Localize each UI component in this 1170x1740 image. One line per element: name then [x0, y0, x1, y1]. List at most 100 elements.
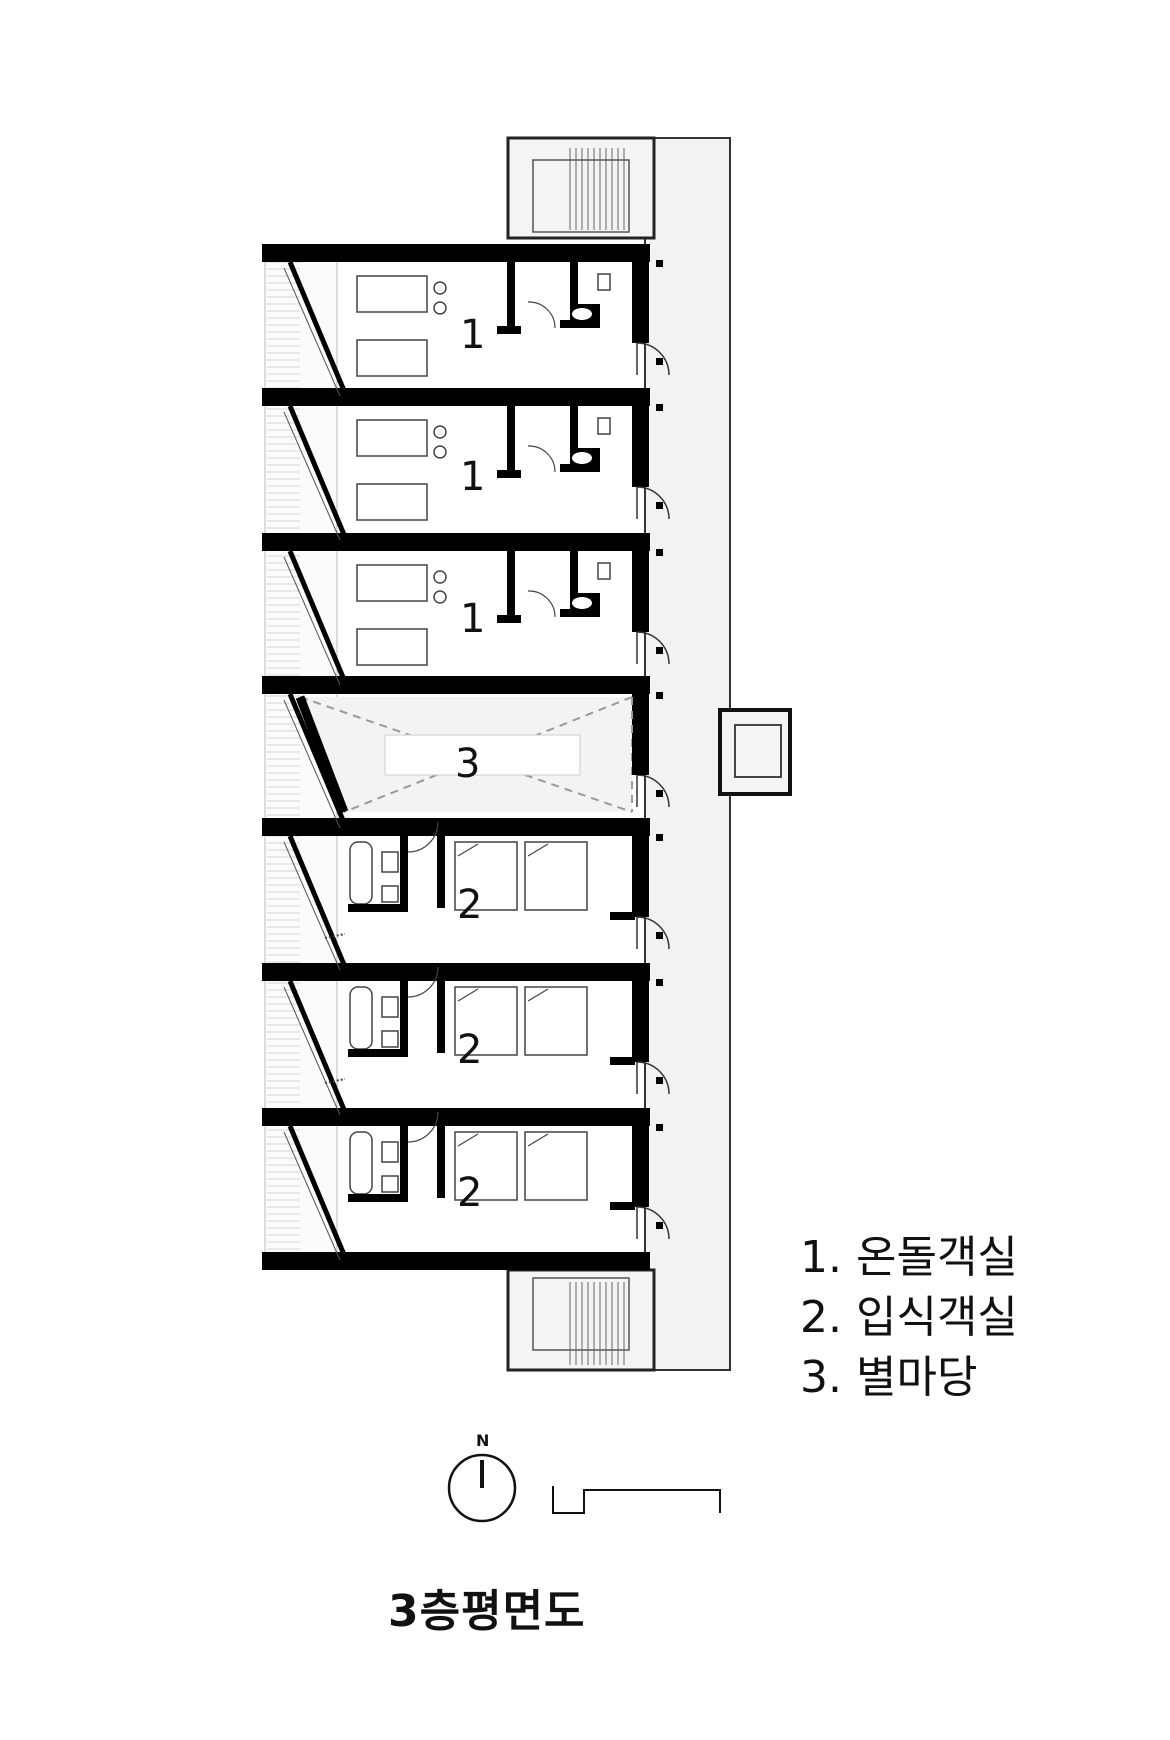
partition: [437, 1126, 445, 1198]
corridor-wall: [632, 1112, 649, 1207]
toilet: [381, 1141, 399, 1163]
legend-item: 1. 온돌객실: [800, 1232, 1018, 1283]
bath-wall: [570, 262, 578, 312]
toilet: [597, 273, 611, 291]
door-swing: [527, 301, 556, 329]
facade-fin: [287, 261, 348, 394]
door-swing: [407, 1111, 439, 1143]
corridor-wall: [632, 967, 649, 1062]
column: [656, 790, 663, 797]
futon: [356, 419, 428, 457]
facade-fin: [287, 980, 348, 1113]
bed: [454, 986, 518, 1056]
bath-wall: [348, 904, 408, 912]
room-label-4: 3: [455, 741, 480, 787]
door-swing: [527, 445, 556, 473]
bath-wall: [507, 406, 515, 478]
toilet: [597, 417, 611, 435]
bathtub: [349, 986, 373, 1050]
door-swing: [407, 821, 439, 853]
column: [656, 260, 663, 267]
corridor-wall: [632, 822, 649, 917]
door-swing: [636, 1206, 670, 1240]
column: [656, 502, 663, 509]
stair-bottom: [506, 1268, 656, 1372]
partition-wall: [262, 244, 650, 262]
futon: [356, 628, 428, 666]
facade-fin: [287, 550, 348, 683]
bed: [524, 1131, 588, 1201]
door-swing: [636, 486, 670, 520]
facade-fin: [287, 405, 348, 538]
bath-wall: [400, 836, 408, 912]
toilet: [597, 562, 611, 580]
north-label: N: [476, 1431, 489, 1450]
north-arrow: N: [447, 1431, 517, 1523]
column: [656, 647, 663, 654]
bath-wall: [348, 1194, 408, 1202]
corridor: [644, 137, 731, 1371]
bed: [524, 986, 588, 1056]
bed: [524, 841, 588, 911]
room-label-3: 1: [460, 596, 485, 642]
bath-wall: [400, 1126, 408, 1202]
partition-wall: [262, 1108, 650, 1126]
facade-fin: [287, 835, 348, 968]
plan-title: 3층평면도: [388, 1586, 586, 1637]
column: [656, 1124, 663, 1131]
column: [656, 549, 663, 556]
partition-wall: [262, 388, 650, 406]
partition: [437, 836, 445, 908]
partition-wall: [262, 818, 650, 836]
bath-wall: [348, 1049, 408, 1057]
door-swing: [636, 916, 670, 950]
facade-fin: [287, 1125, 348, 1258]
legend-item: 3. 별마당: [800, 1352, 978, 1403]
washbasin: [381, 885, 399, 903]
washbasin: [381, 1030, 399, 1048]
bath-wall: [570, 551, 578, 601]
door-swing: [407, 966, 439, 998]
washbasin: [572, 452, 592, 464]
column: [656, 834, 663, 841]
door-swing: [636, 631, 670, 665]
room-label-5: 2: [457, 882, 482, 928]
bath-wall: [400, 981, 408, 1057]
column: [656, 1222, 663, 1229]
door-swing: [636, 1061, 670, 1095]
door-swing: [527, 590, 556, 618]
partition-wall: [262, 676, 650, 694]
bathtub: [349, 841, 373, 905]
partition-wall: [262, 1252, 650, 1270]
courtyard-star-yard: [295, 695, 649, 814]
washbasin: [572, 308, 592, 320]
room-label-1: 1: [460, 312, 485, 358]
washbasin: [572, 597, 592, 609]
futon: [356, 339, 428, 377]
partition: [437, 981, 445, 1053]
futon: [356, 483, 428, 521]
stair-top: [506, 136, 656, 240]
bath-wall: [507, 551, 515, 623]
legend: 1. 온돌객실 2. 입식객실 3. 별마당: [800, 1228, 1018, 1408]
corridor-wall: [632, 537, 649, 632]
partition-wall: [262, 533, 650, 551]
bathtub: [349, 1131, 373, 1195]
door-swing: [636, 774, 670, 808]
futon: [356, 564, 428, 602]
futon: [356, 275, 428, 313]
door-swing: [636, 342, 670, 376]
bath-wall: [507, 262, 515, 334]
corridor-wall: [632, 248, 649, 343]
column: [656, 1077, 663, 1084]
bath-wall: [570, 406, 578, 456]
key-plan: [552, 1486, 721, 1514]
bed: [454, 841, 518, 911]
toilet: [381, 996, 399, 1018]
bed: [454, 1131, 518, 1201]
elevator: [718, 708, 792, 796]
column: [656, 932, 663, 939]
legend-item: 2. 입식객실: [800, 1292, 1018, 1343]
toilet: [381, 851, 399, 873]
